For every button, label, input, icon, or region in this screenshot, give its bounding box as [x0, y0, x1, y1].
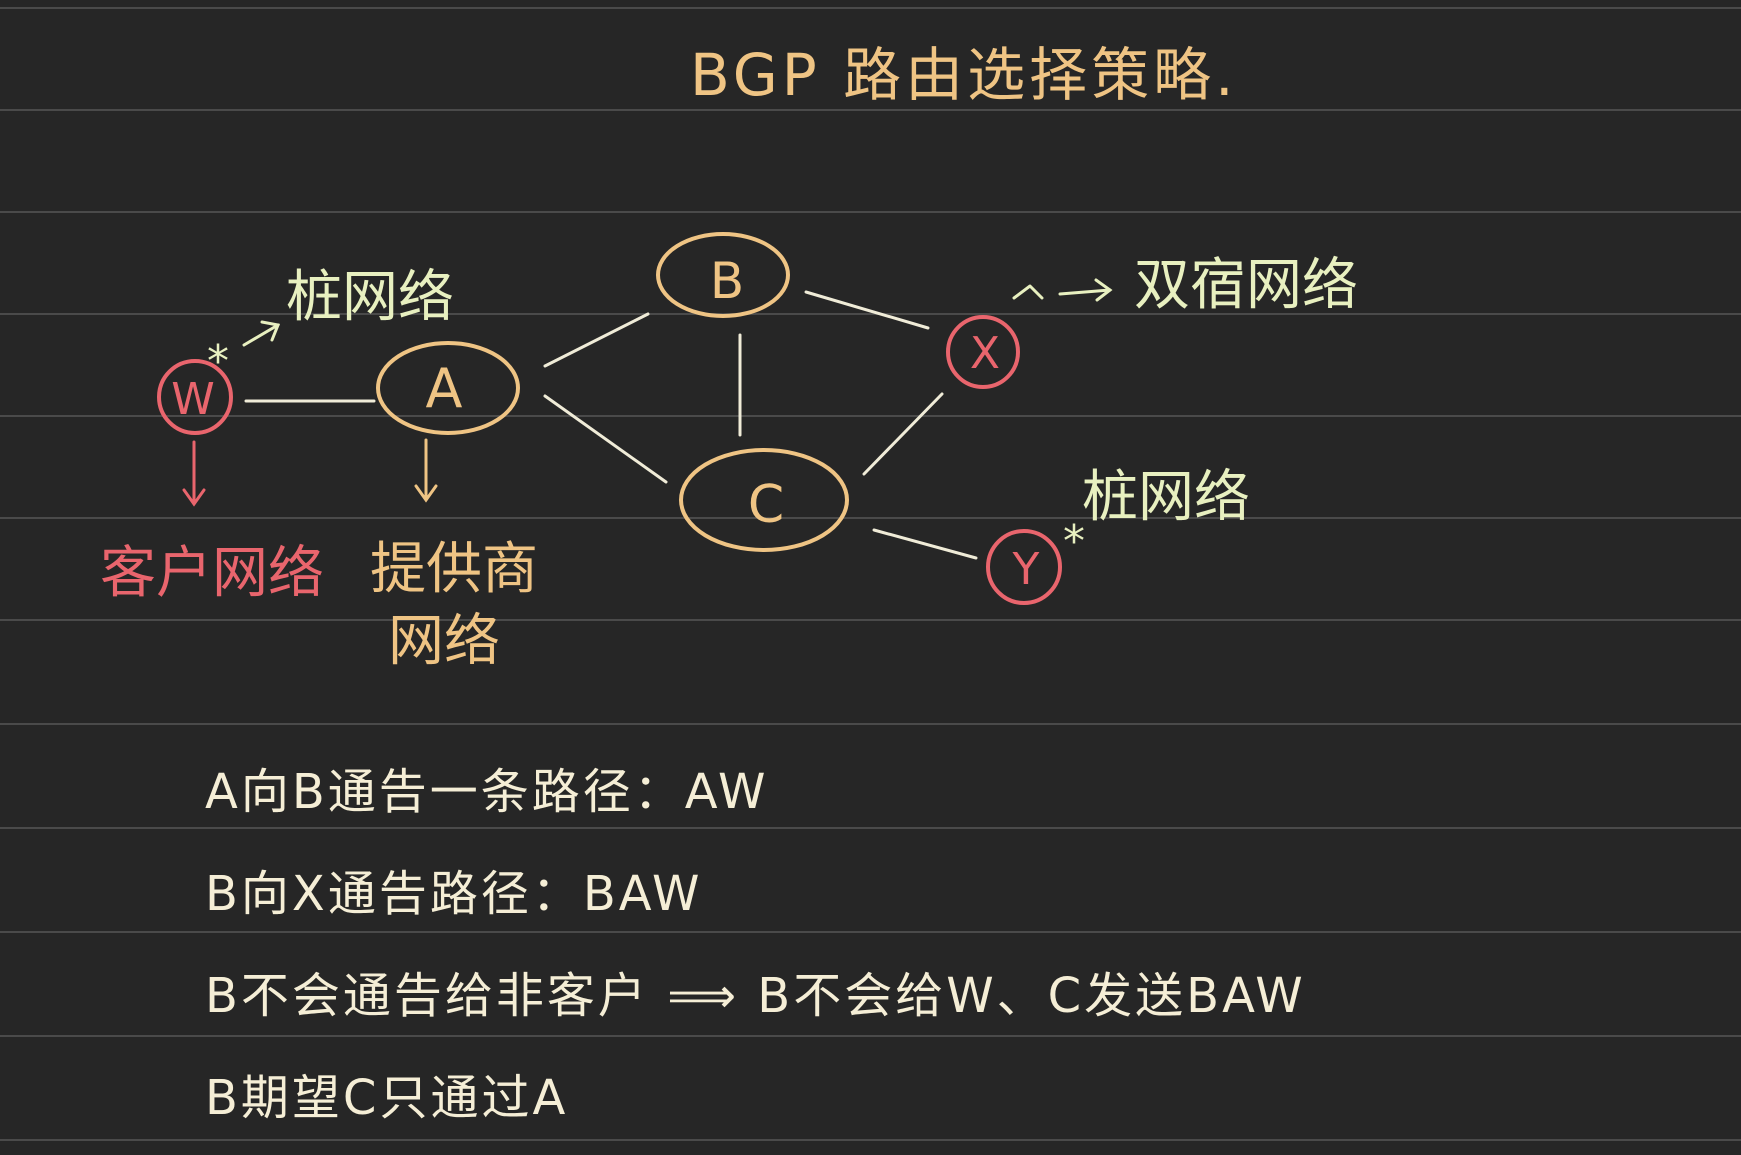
node-b-label: B: [710, 252, 744, 310]
link-a-b: [543, 312, 650, 368]
node-x-label: X: [970, 328, 1000, 379]
x-multihomed-marker: [1012, 284, 1044, 300]
note-advertise-b-to-x: B向X通告路径：BAW: [205, 866, 703, 922]
link-b-x: [804, 290, 930, 330]
node-c: C: [679, 448, 849, 552]
link-a-c: [543, 394, 668, 484]
note-no-advertise-non-customer: B不会通告给非客户 ⟹ B不会给W、C发送BAW: [205, 968, 1306, 1024]
y-stub-label: 桩网络: [1082, 465, 1250, 530]
node-w-label: W: [171, 374, 215, 425]
node-a: A: [376, 341, 520, 435]
a-provider-label-line1: 提供商: [370, 537, 538, 602]
note-advertise-a-to-b: A向B通告一条路径：AW: [205, 764, 769, 820]
w-stub-label: 桩网络: [286, 265, 454, 330]
page-title: BGP 路由选择策略.: [690, 41, 1238, 109]
link-c-x: [862, 392, 944, 476]
node-w: W: [157, 359, 233, 435]
x-multihomed-arrow: [1058, 278, 1113, 302]
y-stub-asterisk: *: [1063, 516, 1085, 567]
node-y-label: Y: [1012, 544, 1040, 595]
x-multihomed-label: 双宿网络: [1134, 253, 1358, 318]
node-a-label: A: [426, 357, 463, 420]
w-customer-label: 客户网络: [100, 541, 324, 606]
node-y: Y: [986, 529, 1062, 605]
note-b-expects-c-via-a: B期望C只通过A: [205, 1070, 569, 1126]
node-b: B: [656, 232, 790, 318]
node-c-label: C: [748, 475, 784, 535]
w-stub-asterisk: *: [207, 336, 229, 387]
a-provider-arrow: [414, 438, 438, 503]
link-c-y: [872, 528, 978, 560]
w-customer-arrow: [182, 440, 206, 507]
a-provider-label-line2: 网络: [388, 609, 500, 674]
node-x: X: [946, 315, 1020, 389]
w-stub-arrow: [242, 320, 281, 347]
